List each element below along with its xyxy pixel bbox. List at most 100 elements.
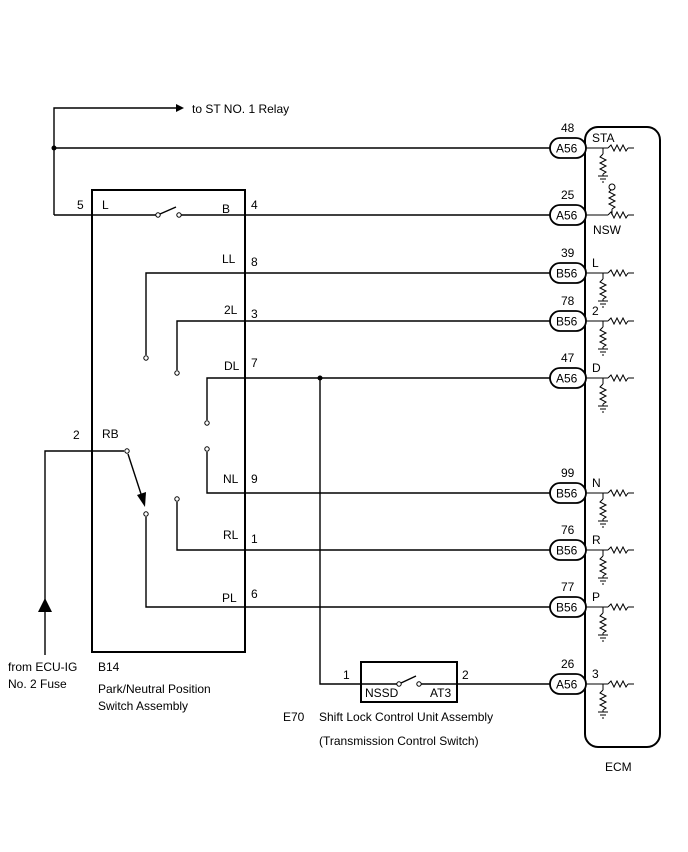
ecm-terminal-label: L — [592, 256, 599, 270]
relay-feed: to ST NO. 1 Relay — [51, 102, 554, 216]
ground-icon — [597, 175, 609, 183]
ecm-pin-label: 26 — [561, 657, 575, 671]
connector-label: B56 — [556, 487, 578, 501]
resistor-icon — [607, 680, 629, 688]
fuse-label: from ECU-IG — [8, 660, 77, 674]
ecm-pin-label: 47 — [561, 351, 575, 365]
ecm-row: B56 76R — [549, 523, 634, 585]
connector-label: B56 — [556, 544, 578, 558]
ground-icon — [597, 520, 609, 528]
ground-icon — [597, 711, 609, 719]
pin-label: 3 — [251, 307, 258, 321]
ecm-row: B56 78 2 — [549, 294, 634, 356]
ecm-terminal-label: 3 — [592, 667, 599, 681]
pin-label: 5 — [77, 198, 84, 212]
terminal-label: RB — [102, 427, 119, 441]
resistor-icon — [599, 612, 607, 634]
ground-icon — [597, 405, 609, 413]
ecm-pin-label: 39 — [561, 246, 575, 260]
fuse-label: No. 2 Fuse — [8, 677, 67, 691]
resistor-icon — [599, 278, 607, 300]
connector-label: A56 — [556, 372, 578, 386]
shift-lock-body — [360, 661, 458, 703]
terminal-label: B — [222, 202, 230, 216]
ecm-pin-label: 78 — [561, 294, 575, 308]
ground-icon — [597, 348, 609, 356]
ecm-pin-label: 99 — [561, 466, 575, 480]
pin-label: 2 — [73, 428, 80, 442]
shift-lock-subname: (Transmission Control Switch) — [319, 734, 479, 748]
pin-label: 9 — [251, 472, 258, 486]
connector-label: A56 — [556, 142, 578, 156]
pin-label: 7 — [251, 356, 258, 370]
resistor-icon — [607, 211, 629, 219]
ecm-terminal-label: STA — [592, 131, 614, 145]
resistor-icon — [607, 269, 629, 277]
terminal-label: 2L — [224, 303, 238, 317]
ecm-terminal-label: N — [592, 476, 601, 490]
connector-label: B56 — [556, 601, 578, 615]
ecm-pin-label: 77 — [561, 580, 575, 594]
ecm-body — [584, 126, 661, 748]
terminal-label: LL — [222, 252, 236, 266]
switch-code: B14 — [98, 660, 120, 674]
resistor-icon — [607, 603, 629, 611]
resistor-icon — [599, 383, 607, 405]
ecm-pin-label: 76 — [561, 523, 575, 537]
ecm-terminal-label: D — [592, 361, 601, 375]
ground-icon — [597, 300, 609, 308]
ecm: ECM — [584, 126, 661, 774]
resistor-icon — [599, 555, 607, 577]
terminal-label: AT3 — [430, 686, 451, 700]
connector-label: B56 — [556, 267, 578, 281]
terminal-label: DL — [224, 359, 240, 373]
terminal-label: NL — [223, 472, 239, 486]
pin-label: 2 — [462, 668, 469, 682]
resistor-icon — [599, 498, 607, 520]
shift-lock-code: E70 — [283, 710, 305, 724]
power-node-icon — [608, 183, 616, 191]
pin-label: 1 — [343, 668, 350, 682]
ecm-label: ECM — [605, 760, 632, 774]
park-neutral-switch: 5 L B 4 LL 8 2L 3 DL 7 NL 9 RL 1 PL 6 — [44, 189, 554, 713]
ground-icon — [597, 577, 609, 585]
terminal-label: L — [102, 198, 109, 212]
junction-dot — [51, 145, 57, 151]
wiper-arrow-icon — [137, 492, 146, 507]
ecm-row: B56 39L — [549, 246, 634, 308]
ecm-terminal-label: 2 — [592, 304, 599, 318]
relay-arrow-icon — [176, 104, 184, 112]
resistor-icon — [608, 188, 616, 210]
ecm-terminal-label: R — [592, 533, 601, 547]
resistor-icon — [607, 489, 629, 497]
resistor-icon — [607, 546, 629, 554]
resistor-icon — [607, 317, 629, 325]
terminal-label: RL — [223, 528, 239, 542]
ecm-row: A56 47D — [549, 351, 634, 413]
shift-lock-name: Shift Lock Control Unit Assembly — [319, 710, 493, 724]
pin-label: 6 — [251, 587, 258, 601]
connector-label: B56 — [556, 315, 578, 329]
ground-icon — [597, 634, 609, 642]
fuse-arrow-icon — [38, 598, 52, 612]
pin-label: 1 — [251, 532, 258, 546]
pin-label: 4 — [251, 198, 258, 212]
switch-body — [91, 189, 246, 653]
ecm-pin-label: 48 — [561, 121, 575, 135]
switch-name: Switch Assembly — [98, 699, 188, 713]
resistor-icon — [599, 326, 607, 348]
resistor-icon — [607, 144, 629, 152]
ecm-pin-label: 25 — [561, 188, 575, 202]
terminal-label: PL — [222, 591, 237, 605]
resistor-icon — [599, 689, 607, 711]
resistor-icon — [607, 374, 629, 382]
terminal-label: NSSD — [365, 686, 399, 700]
relay-label: to ST NO. 1 Relay — [192, 102, 289, 116]
connector-label: A56 — [556, 209, 578, 223]
pin-label: 8 — [251, 255, 258, 269]
